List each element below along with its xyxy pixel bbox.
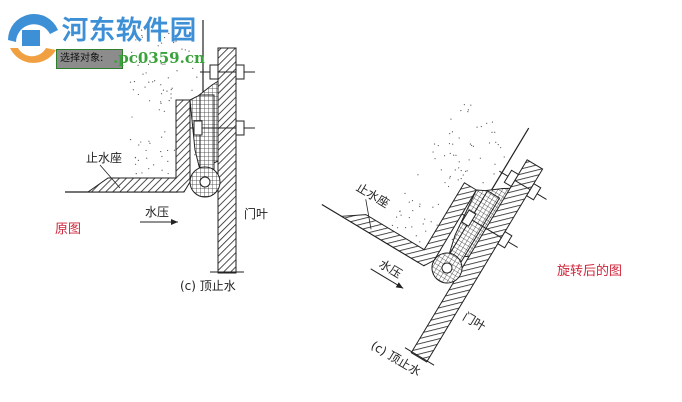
watermark-site-name: 河东软件园 <box>62 16 198 46</box>
leaf-label: 门叶 <box>244 206 268 221</box>
watermark-url: .pc0359.cn <box>113 49 205 67</box>
original-diagram: 止水座 水压 门叶 (c) 顶止水 原图 <box>55 19 268 293</box>
leaf-label: 门叶 <box>460 309 488 334</box>
pressure-label: 水压 <box>145 205 169 219</box>
pressure-label: 水压 <box>377 257 405 281</box>
seal-label: 止水座 <box>354 179 393 210</box>
hedong-house-logo <box>8 13 58 63</box>
rotated-caption: 旋转后的图 <box>557 263 622 279</box>
select-object-tooltip: 选择对象: <box>56 49 123 69</box>
seal-label: 止水座 <box>86 150 122 165</box>
rotated-diagram: 止水座 水压 门叶 (c) 顶止水 <box>279 56 574 379</box>
original-caption: 原图 <box>55 222 81 237</box>
figure-label: (c) 顶止水 <box>180 279 236 293</box>
figure-label: (c) 顶止水 <box>368 338 423 379</box>
